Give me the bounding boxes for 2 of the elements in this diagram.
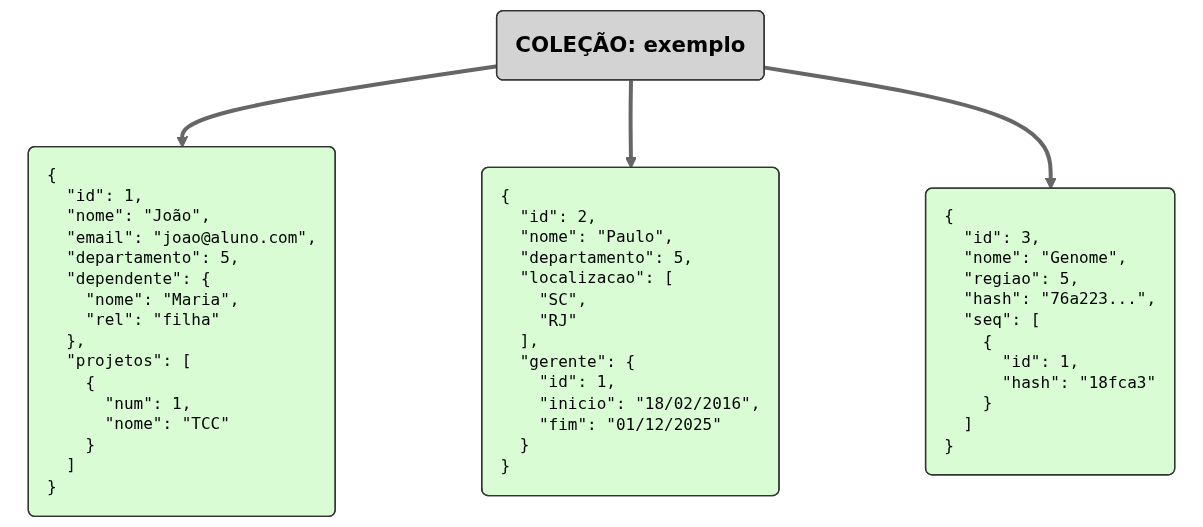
arrow [764,65,1057,190]
arrow [625,80,637,169]
